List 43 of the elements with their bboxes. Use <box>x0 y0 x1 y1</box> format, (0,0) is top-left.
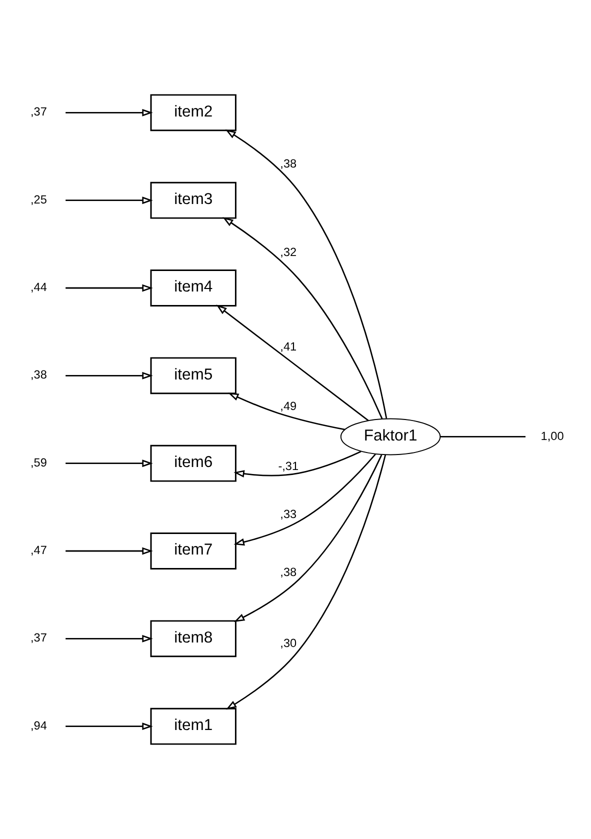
node-text: ,44 <box>30 280 47 294</box>
arrow <box>66 460 153 468</box>
arrow <box>66 634 153 642</box>
arrow <box>226 454 386 710</box>
arrow <box>234 454 376 546</box>
arrow <box>66 722 153 730</box>
node-box: item2 <box>150 94 236 132</box>
node-text: ,59 <box>30 455 47 470</box>
arrow <box>234 450 362 478</box>
node-box: item7 <box>150 532 236 570</box>
arrow <box>66 372 153 380</box>
node-box: item4 <box>150 270 236 306</box>
arrow <box>66 196 153 204</box>
node-box: item5 <box>150 357 236 394</box>
arrow <box>66 547 153 555</box>
node-box: item1 <box>150 708 236 745</box>
edge-label: ,49 <box>280 398 297 413</box>
arrow <box>216 304 369 422</box>
node-ellipse: Faktor1 <box>340 418 441 456</box>
node-text: ,37 <box>30 630 47 645</box>
node-box: item3 <box>150 182 236 219</box>
arrow <box>222 217 383 419</box>
edge-label: ,32 <box>280 245 297 260</box>
edge-label: -,31 <box>278 458 299 473</box>
node-text: ,38 <box>30 368 47 382</box>
arrow <box>225 129 388 419</box>
node-box: item6 <box>150 444 236 482</box>
edge-label: ,30 <box>280 636 297 650</box>
node-text: ,94 <box>30 718 47 732</box>
edge-label: ,38 <box>280 156 297 170</box>
edge-label: ,38 <box>280 565 297 580</box>
edge-label: ,33 <box>280 507 297 522</box>
node-text: 1,00 <box>540 428 564 443</box>
node-text: ,47 <box>30 543 47 558</box>
arrow <box>66 284 153 292</box>
arrow <box>66 108 153 116</box>
node-box: item8 <box>150 620 236 658</box>
node-text: ,37 <box>30 104 47 119</box>
node-text: ,25 <box>30 192 47 206</box>
edge-label: ,41 <box>280 340 297 354</box>
connector <box>440 436 526 438</box>
arrow <box>234 454 382 622</box>
arrow <box>228 392 346 430</box>
